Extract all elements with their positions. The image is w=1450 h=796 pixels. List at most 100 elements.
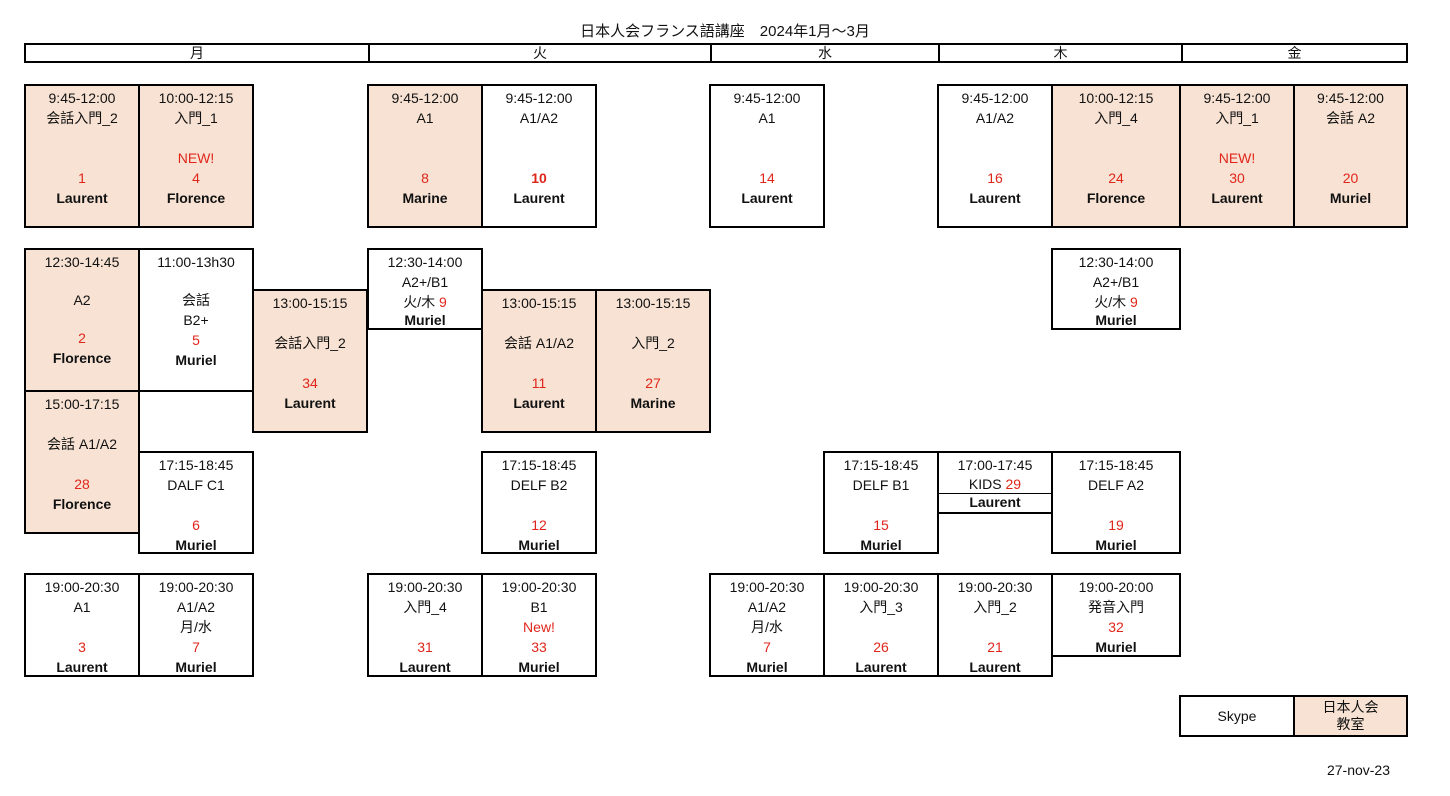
class-number: 16 <box>987 170 1003 186</box>
class-number: 31 <box>417 639 433 655</box>
teacher-name: Laurent <box>969 190 1021 206</box>
class-number: 15 <box>873 517 889 533</box>
class-cell-7-mon: 19:00-20:30 A1/A2 月/水 7 Muriel <box>138 573 254 677</box>
revision-date: 27-nov-23 <box>1326 762 1390 778</box>
teacher-name: Muriel <box>1095 312 1137 328</box>
teacher-name: Muriel <box>860 537 902 553</box>
teacher-name: Muriel <box>175 537 217 553</box>
day-header-fri: 金 <box>1181 43 1408 63</box>
class-cell-5: 11:00-13h30 会話 B2+ 5 Muriel <box>138 248 254 392</box>
teacher-name: Marine <box>630 395 676 411</box>
class-cell-14: 9:45-12:00 A1 14 Laurent <box>709 84 825 228</box>
class-number: 28 <box>74 476 90 492</box>
class-number: 14 <box>759 170 775 186</box>
legend-classroom: 日本人会 教室 <box>1293 695 1408 737</box>
class-number: 4 <box>192 170 200 186</box>
class-cell-19: 17:15-18:45 DELF A2 19 Muriel <box>1051 451 1181 554</box>
class-number: 12 <box>531 517 547 533</box>
teacher-name: Laurent <box>56 659 108 675</box>
class-cell-15: 17:15-18:45 DELF B1 15 Muriel <box>823 451 939 554</box>
teacher-name: Laurent <box>56 190 108 206</box>
teacher-name: Muriel <box>175 659 217 675</box>
new-badge: NEW! <box>1218 150 1256 166</box>
day-header-mon: 月 <box>24 43 368 63</box>
class-cell-20: 9:45-12:00 会話 A2 20 Muriel <box>1293 84 1408 228</box>
class-number: 7 <box>763 639 771 655</box>
class-number: 30 <box>1229 170 1245 186</box>
teacher-name: Laurent <box>939 493 1051 511</box>
class-cell-9-thu: 12:30-14:00 A2+/B1 火/木 9 Muriel <box>1051 248 1181 330</box>
class-number: 6 <box>192 517 200 533</box>
class-cell-28: 15:00-17:15 会話 A1/A2 28 Florence <box>24 390 140 534</box>
teacher-name: Florence <box>52 350 112 366</box>
class-cell-24: 10:00-12:15 入門_4 24 Florence <box>1051 84 1181 228</box>
class-cell-31: 19:00-20:30 入門_4 31 Laurent <box>367 573 483 677</box>
class-cell-3: 19:00-20:30 A1 3 Laurent <box>24 573 140 677</box>
class-cell-11: 13:00-15:15 会話 A1/A2 11 Laurent <box>481 289 597 433</box>
class-number: 27 <box>645 375 661 391</box>
legend-skype: Skype <box>1179 695 1295 737</box>
new-badge: NEW! <box>177 150 215 166</box>
teacher-name: Muriel <box>1095 639 1137 655</box>
teacher-name: Laurent <box>969 659 1021 675</box>
class-number: 11 <box>531 375 547 391</box>
class-number: 34 <box>302 375 318 391</box>
class-number: 5 <box>192 332 200 348</box>
day-header-thu: 木 <box>938 43 1181 63</box>
teacher-name: Laurent <box>741 190 793 206</box>
class-number: 2 <box>78 330 86 346</box>
class-number: 19 <box>1108 517 1124 533</box>
teacher-name: Laurent <box>513 190 565 206</box>
class-number: 20 <box>1342 170 1359 186</box>
teacher-name: Laurent <box>399 659 451 675</box>
class-cell-4: 10:00-12:15 入門_1 NEW! 4 Florence <box>138 84 254 228</box>
class-cell-16: 9:45-12:00 A1/A2 16 Laurent <box>937 84 1053 228</box>
teacher-name: Laurent <box>1211 190 1263 206</box>
class-cell-12: 17:15-18:45 DELF B2 12 Muriel <box>481 451 597 554</box>
class-number: 10 <box>531 170 547 186</box>
color-legend: Skype 日本人会 教室 <box>1179 695 1408 737</box>
teacher-name: Muriel <box>746 659 788 675</box>
class-number: 3 <box>78 639 86 655</box>
class-cell-27: 13:00-15:15 入門_2 27 Marine <box>595 289 711 433</box>
class-number: 9 <box>1129 294 1138 310</box>
class-number: 24 <box>1108 170 1124 186</box>
class-number: 1 <box>78 170 86 186</box>
new-badge: New! <box>523 619 555 635</box>
class-cell-6: 17:15-18:45 DALF C1 6 Muriel <box>138 451 254 554</box>
class-cell-34: 13:00-15:15 会話入門_2 34 Laurent <box>252 289 368 433</box>
class-cell-7-wed: 19:00-20:30 A1/A2 月/水 7 Muriel <box>709 573 825 677</box>
class-number: 9 <box>438 294 447 310</box>
class-cell-26: 19:00-20:30 入門_3 26 Laurent <box>823 573 939 677</box>
class-number: 7 <box>192 639 200 655</box>
teacher-name: Florence <box>166 190 226 206</box>
class-number: 21 <box>987 639 1003 655</box>
teacher-name: Muriel <box>1095 537 1137 553</box>
day-header-wed: 水 <box>710 43 938 63</box>
teacher-name: Muriel <box>518 659 560 675</box>
class-cell-10: 9:45-12:00 A1/A2 10 Laurent <box>481 84 597 228</box>
class-number: 8 <box>421 170 429 186</box>
class-number: 33 <box>531 639 547 655</box>
teacher-name: Marine <box>402 190 448 206</box>
class-cell-21: 19:00-20:30 入門_2 21 Laurent <box>937 573 1053 677</box>
class-number: 32 <box>1108 619 1124 635</box>
class-number: 26 <box>873 639 889 655</box>
class-cell-30: 9:45-12:00 入門_1 NEW! 30 Laurent <box>1179 84 1295 228</box>
class-cell-29: 17:00-17:45 KIDS 29 Laurent <box>937 451 1053 514</box>
teacher-name: Laurent <box>284 395 336 411</box>
schedule-title: 日本人会フランス語講座 2024年1月〜3月 <box>580 23 870 40</box>
class-cell-9-tue: 12:30-14:00 A2+/B1 火/木 9 Muriel <box>367 248 483 330</box>
class-cell-33: 19:00-20:30 B1 New! 33 Muriel <box>481 573 597 677</box>
teacher-name: Florence <box>52 496 112 512</box>
teacher-name: Florence <box>1086 190 1146 206</box>
teacher-name: Muriel <box>175 352 217 368</box>
class-cell-8: 9:45-12:00 A1 8 Marine <box>367 84 483 228</box>
teacher-name: Muriel <box>518 537 560 553</box>
day-header-tue: 火 <box>368 43 710 63</box>
class-number: 29 <box>1005 476 1022 492</box>
teacher-name: Muriel <box>404 312 446 328</box>
teacher-name: Laurent <box>513 395 565 411</box>
class-cell-2: 12:30-14:45 A2 2 Florence <box>24 248 140 392</box>
teacher-name: Laurent <box>855 659 907 675</box>
